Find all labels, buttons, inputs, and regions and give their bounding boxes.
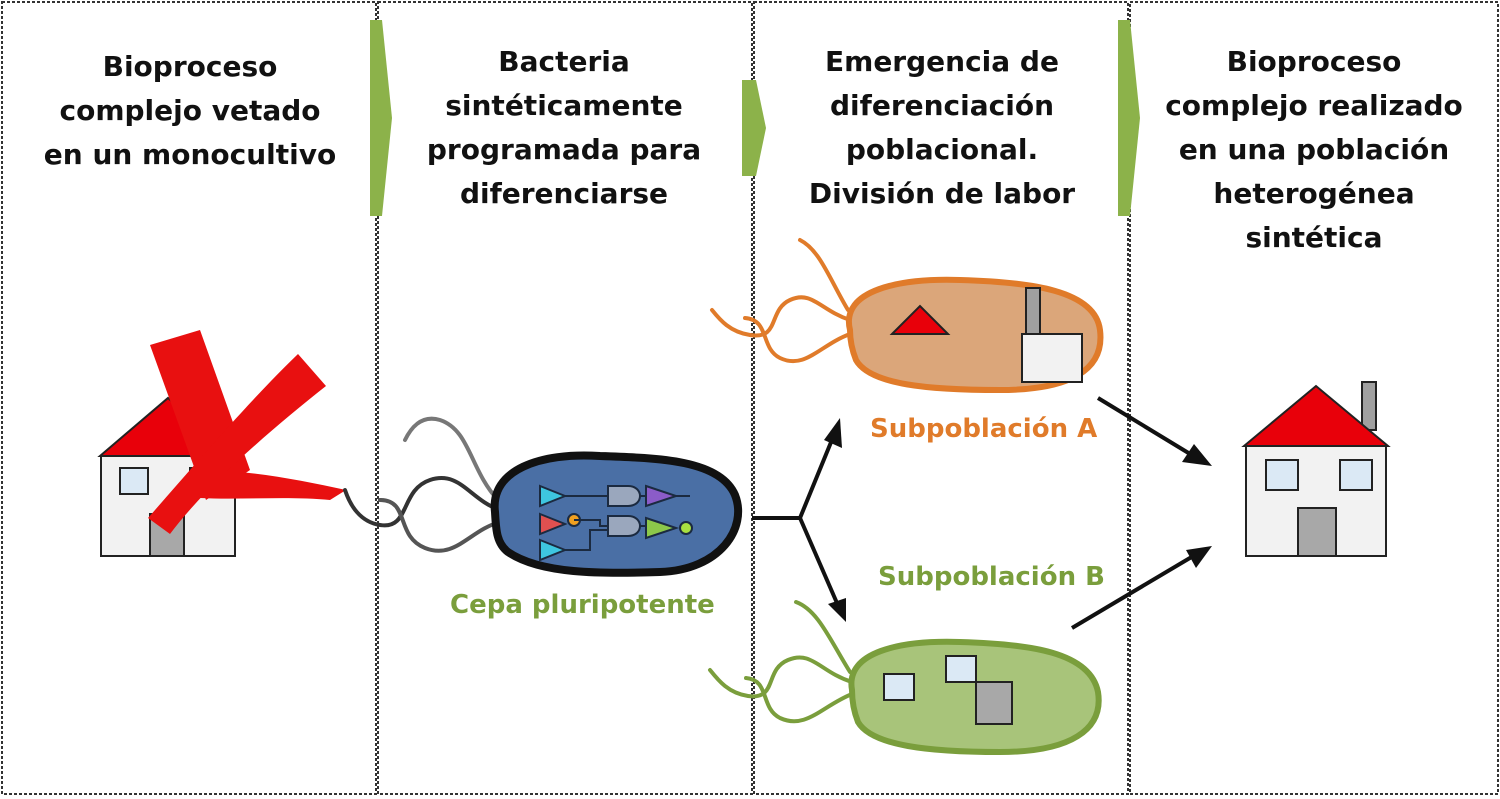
panel-2-title: Bacteria sintéticamente programada para …	[426, 45, 702, 210]
subpop-b-label: Subpoblación B	[878, 562, 1105, 592]
merge-arrows	[1070, 396, 1202, 630]
subpop-b-cell-icon	[848, 638, 1102, 756]
transition-arrow-3	[1118, 20, 1140, 216]
pluripotent-flagella-icon	[343, 416, 502, 553]
panel-4-title: Bioproceso complejo realizado en una pob…	[1165, 45, 1463, 254]
panel-3-title: Emergencia de diferenciación poblacional…	[808, 45, 1076, 210]
transition-arrow-1	[370, 20, 392, 216]
pluripotent-label: Cepa pluripotente	[450, 590, 715, 620]
differentiation-arrowheads	[824, 418, 846, 622]
bacterium-icon	[490, 451, 743, 577]
differentiation-arrows	[752, 429, 842, 611]
panel-1-title: Bioproceso complejo vetado en un monocul…	[43, 50, 337, 171]
merge-arrowheads	[1182, 444, 1212, 568]
subpop-a-flagella-icon	[710, 238, 852, 364]
veto-cross-icon	[148, 330, 346, 534]
completed-house-icon	[1241, 381, 1391, 557]
transition-arrows	[370, 20, 1140, 216]
subpop-a-cell-icon	[845, 276, 1104, 394]
transition-arrow-2	[742, 80, 766, 176]
subpop-b-flagella-icon	[708, 600, 854, 724]
subpop-a-label: Subpoblación A	[870, 414, 1098, 444]
logic-circuit-icon	[539, 484, 693, 562]
